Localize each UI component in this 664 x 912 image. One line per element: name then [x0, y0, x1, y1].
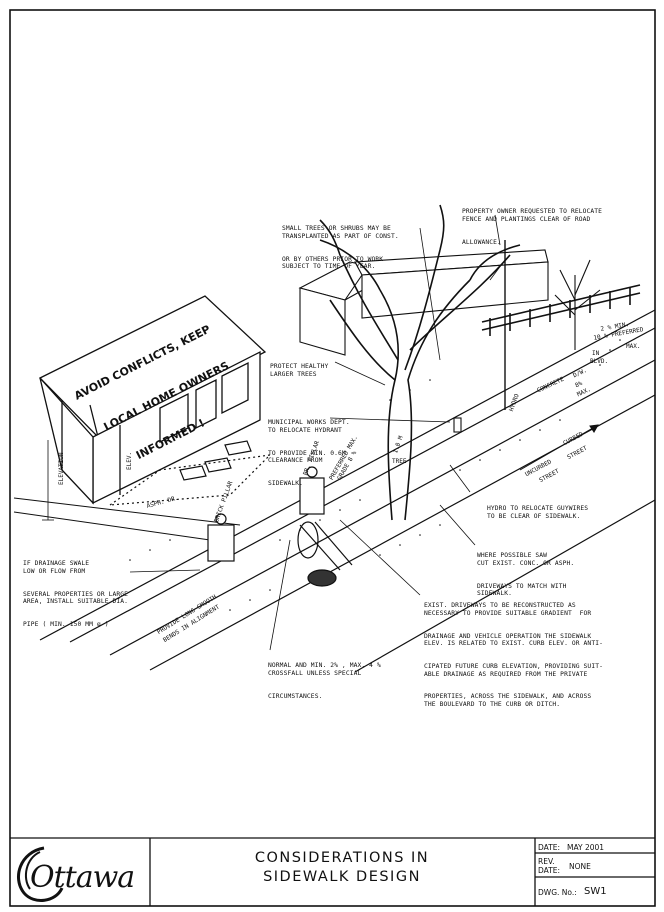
drawing-title: CONSIDERATIONS IN SIDEWALK DESIGN — [254, 850, 430, 885]
label-max: MAX. — [626, 343, 641, 350]
note-municipal-works: MUNICIPAL WORKS DEPT.TO RELOCATE HYDRANT… — [268, 419, 350, 487]
ottawa-logo-mark — [17, 846, 64, 902]
brick-pillar-right — [299, 466, 325, 515]
back-house — [298, 249, 549, 356]
hydrant — [453, 417, 462, 433]
label-tree: TREE — [392, 458, 407, 465]
label-elevation: ELEVATION — [58, 452, 65, 485]
date-cell: DATE: MAY 2001 — [538, 843, 605, 852]
label-blvd: BLVD. — [590, 358, 609, 365]
label-in: IN — [592, 350, 600, 357]
title-block-frame — [10, 837, 655, 906]
label-elev: ELEV. — [126, 451, 133, 470]
brick-pillar-left — [207, 513, 235, 562]
large-tree — [319, 204, 521, 521]
curb-arrow — [519, 424, 599, 471]
rev-date-cell: REV. DATE: NONE — [538, 857, 591, 875]
drawing-number-cell: DWG. No.: SW1 — [538, 886, 607, 897]
house — [38, 295, 267, 505]
leader-lines — [42, 214, 501, 651]
culvert-pipe — [297, 521, 353, 587]
small-tree — [554, 259, 601, 350]
ottawa-logo-text: Ottawa — [30, 860, 135, 895]
note-crossfall: NORMAL AND MIN. 2% , MAX. 4 %CROSSFALL U… — [268, 662, 381, 700]
hydro-pole — [489, 240, 506, 410]
sheet-border — [9, 9, 656, 907]
